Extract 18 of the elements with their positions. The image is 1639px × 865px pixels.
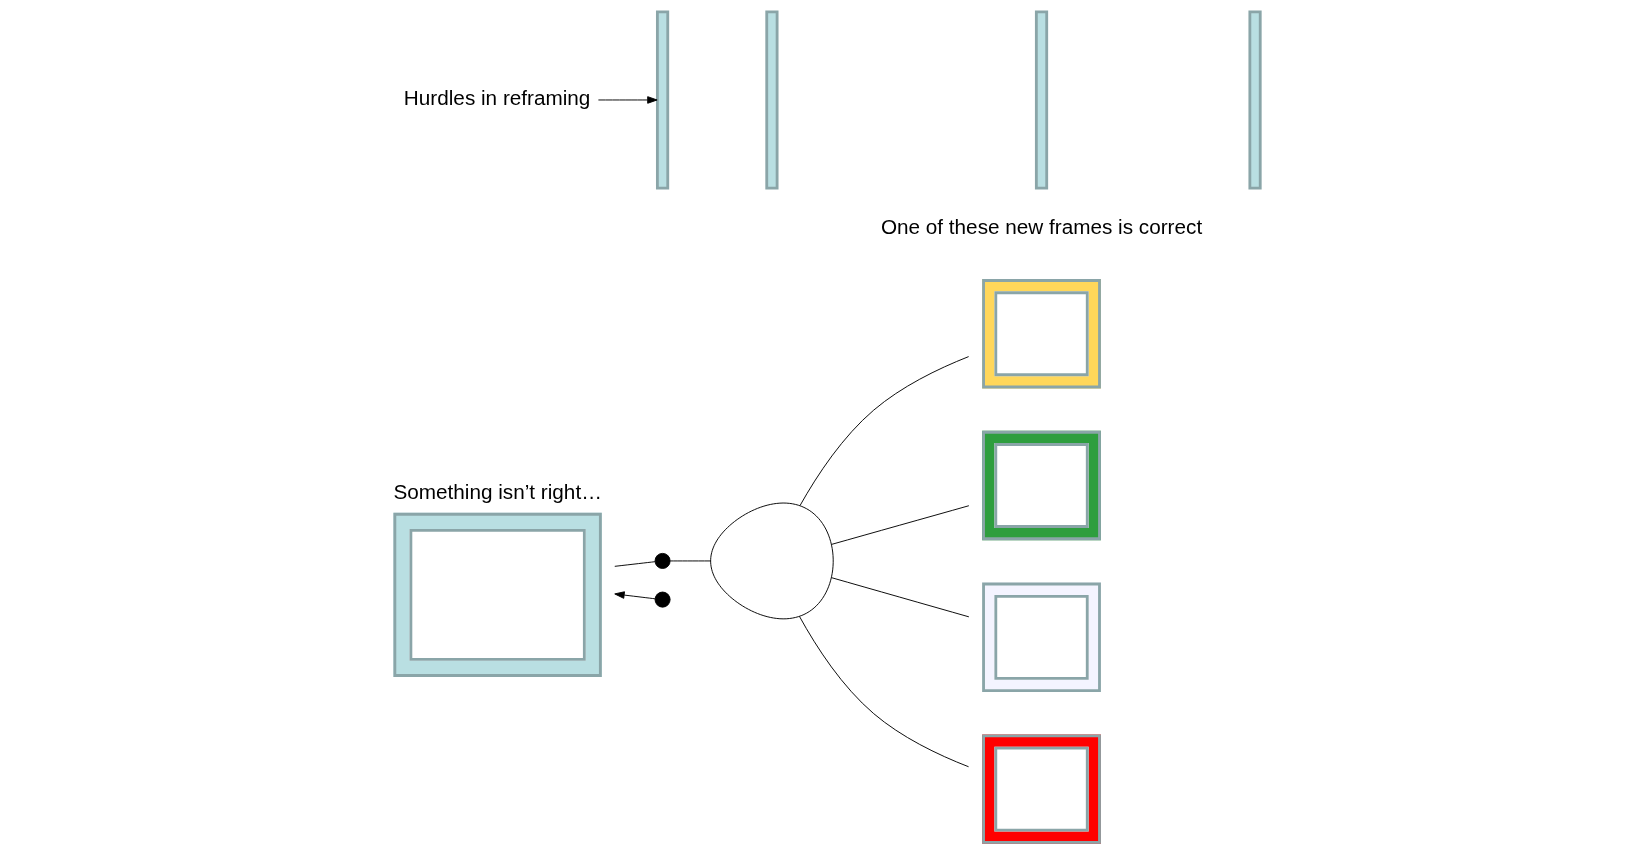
connector — [830, 505, 969, 545]
node-circle — [654, 552, 671, 569]
node-circle — [654, 591, 671, 608]
connector — [830, 577, 969, 618]
connector — [798, 615, 969, 768]
node-arch — [709, 502, 834, 620]
node-text: Hurdles in reframing — [403, 86, 590, 110]
arrow — [597, 96, 658, 104]
label: One of these new frames is correct — [880, 215, 1202, 239]
connector — [613, 561, 655, 567]
connector — [799, 356, 969, 506]
node-bar — [655, 10, 669, 190]
arrow — [613, 591, 655, 600]
connector — [669, 560, 711, 562]
node-bar — [1034, 10, 1048, 190]
node-label: Something isn’t right… — [392, 480, 602, 504]
node-bar — [764, 10, 779, 190]
node-bar — [1247, 10, 1262, 190]
